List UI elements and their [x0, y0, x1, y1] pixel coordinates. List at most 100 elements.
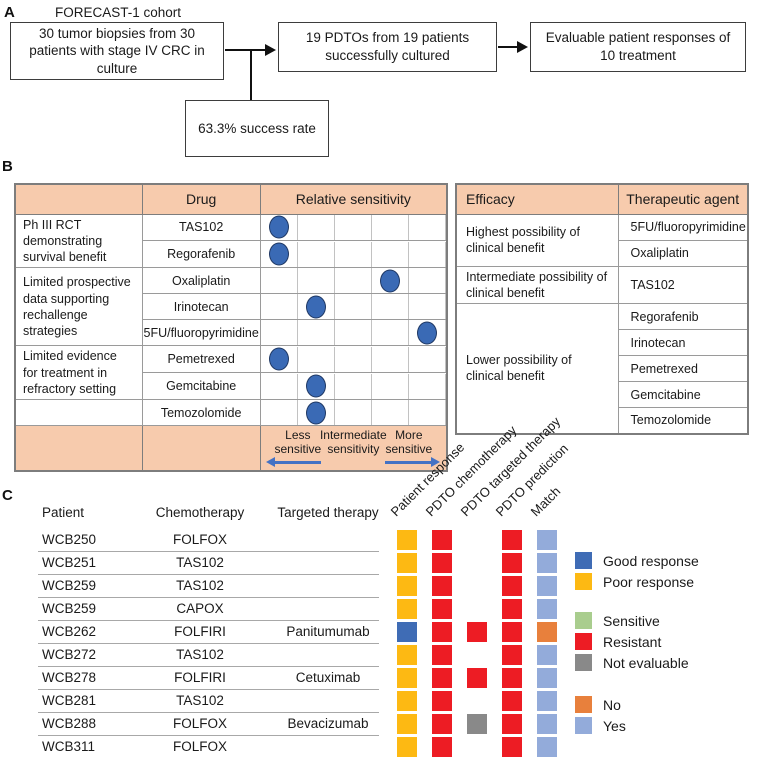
matrix-cell	[502, 576, 522, 596]
matrix-cell	[397, 714, 417, 734]
matrix-cell	[467, 668, 487, 688]
matrix-cell	[397, 576, 417, 596]
legend-item: Resistant	[575, 633, 661, 650]
matrix-cell	[537, 668, 557, 688]
flow-arrow-1-line	[225, 49, 266, 51]
chemotherapy-value: FOLFOX	[172, 739, 227, 754]
panel-c-label: C	[2, 487, 13, 504]
patient-id: WCB288	[42, 716, 97, 731]
matrix-cell	[502, 691, 522, 711]
flow-box-pdtos: 19 PDTOs from 19 patients successfully c…	[278, 22, 497, 72]
matrix-cell	[397, 622, 417, 642]
patient-id: WCB272	[42, 647, 97, 662]
chemotherapy-value: CAPOX	[176, 601, 224, 616]
less-sensitive-arrow-line	[273, 461, 321, 464]
footer-spacer	[141, 425, 261, 472]
matrix-cell	[537, 622, 557, 642]
efficacy-table: Efficacy Therapeutic agent Highest possi…	[455, 183, 749, 435]
drug-name: Pemetrexed	[141, 345, 261, 374]
more-sensitive-arrow-icon	[430, 457, 440, 467]
matrix-cell	[537, 599, 557, 619]
drug-name: 5FU/fluoropyrimidine	[141, 319, 261, 347]
matrix-cell	[432, 576, 452, 596]
matrix-cell	[397, 691, 417, 711]
matrix-cell	[502, 645, 522, 665]
matrix-cell	[502, 714, 522, 734]
patient-id: WCB311	[42, 739, 96, 754]
flow-connector-success	[250, 50, 252, 100]
flow-arrow-2-head-icon	[517, 41, 528, 53]
drug-name: Temozolomide	[141, 399, 261, 426]
matrix-cell	[432, 691, 452, 711]
matrix-cell	[432, 599, 452, 619]
sensitivity-dot	[269, 242, 290, 266]
panel-b-label: B	[2, 158, 13, 175]
legend-swatch-not-evaluable	[575, 654, 592, 671]
targeted-therapy-value	[258, 597, 398, 620]
legend-label: Good response	[603, 552, 699, 569]
evidence-group-label	[14, 399, 143, 426]
chemotherapy-value: TAS102	[176, 647, 224, 662]
matrix-cell	[397, 553, 417, 573]
legend-label: Yes	[603, 717, 626, 734]
matrix-cell	[502, 622, 522, 642]
matrix-cell	[537, 714, 557, 734]
sensitivity-table: Drug Relative sensitivity Ph III RCT dem…	[14, 183, 448, 472]
footer-spacer	[14, 425, 143, 472]
patient-column-header: Patient	[42, 505, 85, 520]
sensitivity-cell	[260, 346, 446, 372]
sensitivity-cell	[260, 241, 446, 267]
efficacy-group-label: Highest possibility of clinical benefit	[455, 213, 619, 267]
row-separator	[38, 620, 379, 621]
flow-arrow-2-line	[498, 46, 518, 48]
sensitivity-cell	[260, 268, 446, 294]
drug-name: Gemcitabine	[141, 372, 261, 400]
sensitivity-dot	[380, 269, 401, 293]
sensitivity-dot	[306, 295, 327, 319]
legend-label: Sensitive	[603, 612, 660, 629]
agent-name: Regorafenib	[617, 303, 749, 330]
patient-id: WCB262	[42, 624, 97, 639]
sensitivity-dot	[269, 347, 290, 371]
matrix-cell	[397, 668, 417, 688]
evidence-group-label: Limited evidence for treatment in refrac…	[14, 345, 143, 400]
drug-name: Regorafenib	[141, 240, 261, 269]
row-separator	[38, 643, 379, 644]
chemotherapy-value: FOLFIRI	[174, 670, 226, 685]
matrix-cell	[502, 668, 522, 688]
scale-less-label: Less sensitive	[274, 428, 322, 456]
sensitivity-dot	[269, 215, 290, 239]
agent-name: Temozolomide	[617, 407, 749, 434]
legend-item: No	[575, 696, 621, 713]
evidence-group-label: Ph III RCT demonstrating survival benefi…	[14, 213, 143, 269]
chemotherapy-value: TAS102	[176, 693, 224, 708]
matrix-cell	[432, 645, 452, 665]
drug-name: Irinotecan	[141, 293, 261, 321]
patient-id: WCB250	[42, 532, 97, 547]
sensitivity-dot	[306, 374, 327, 398]
flow-box-responses: Evaluable patient responses of 10 treatm…	[530, 22, 746, 72]
evidence-group-label: Limited prospective data supporting rech…	[14, 267, 143, 347]
matrix-cell	[537, 737, 557, 757]
sensitivity-table-corner	[14, 183, 143, 215]
matrix-cell	[502, 599, 522, 619]
targeted-therapy-value	[258, 735, 398, 758]
row-separator	[38, 689, 379, 690]
matrix-cell	[432, 714, 452, 734]
sensitivity-cell	[260, 214, 446, 240]
cohort-title: FORECAST-1 cohort	[55, 5, 182, 20]
agent-name: Irinotecan	[617, 329, 749, 356]
efficacy-column-header: Efficacy	[455, 183, 619, 215]
matrix-cell	[432, 622, 452, 642]
scale-intermediate-label: Intermediate sensitivity	[319, 428, 387, 456]
targeted-therapy-value: Bevacizumab	[287, 716, 369, 731]
patient-id: WCB259	[42, 601, 97, 616]
matrix-cell	[537, 691, 557, 711]
matrix-cell	[397, 645, 417, 665]
patient-id: WCB281	[42, 693, 97, 708]
agent-name: Gemcitabine	[617, 381, 749, 408]
patient-id: WCB259	[42, 578, 97, 593]
sensitivity-cell	[260, 400, 446, 425]
legend-swatch-good-response	[575, 552, 592, 569]
